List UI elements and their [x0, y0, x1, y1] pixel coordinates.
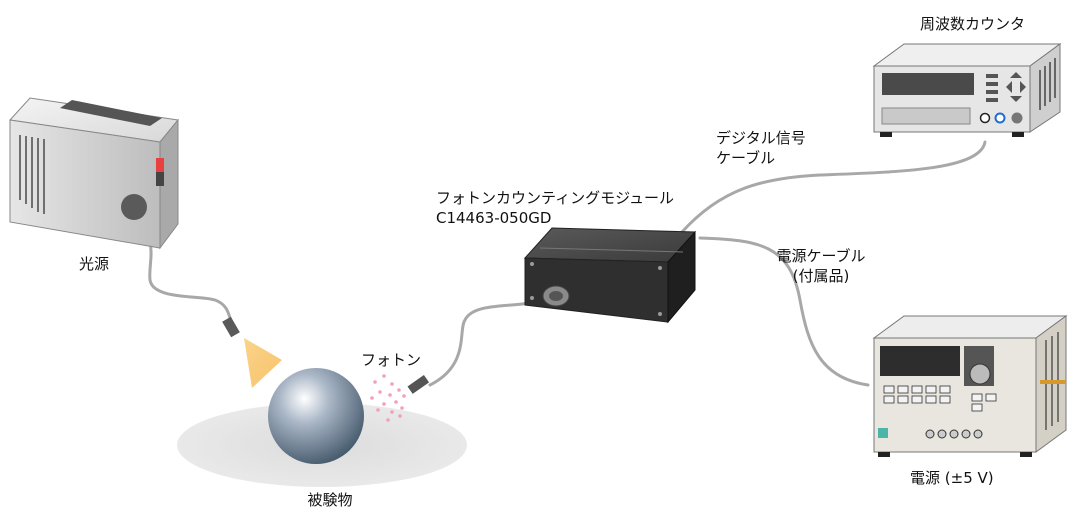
power-switch [156, 158, 164, 172]
light-source-device [8, 97, 179, 250]
fiber-cable-light-source [132, 210, 237, 330]
light-source-label: 光源 [78, 255, 109, 273]
light-emitter [222, 316, 282, 388]
photon-dots [370, 374, 406, 422]
cables [132, 140, 987, 387]
subject-label: 被験物 [307, 491, 353, 509]
frequency-counter-label: 周波数カウンタ [920, 15, 1026, 33]
light-source-port [121, 194, 147, 220]
sphere [268, 368, 364, 464]
subject-object [177, 368, 467, 487]
fiber-probe-head [407, 374, 430, 394]
signal-cable-label-line1: デジタル信号 [716, 129, 806, 147]
module-model-label: C14463-050GD [436, 209, 552, 227]
power-cable-label-line2: (付属品) [792, 267, 850, 285]
power-cable [698, 236, 870, 387]
module-name-label: フォトンカウンティングモジュール [436, 189, 675, 207]
frequency-counter-device [872, 43, 1062, 137]
photon-label: フォトン [361, 351, 422, 369]
light-cone [244, 338, 282, 388]
signal-cable [680, 140, 987, 234]
power-supply-device [872, 315, 1068, 457]
photon-counting-module [523, 227, 697, 324]
power-supply-label: 電源 (±5 V) [910, 469, 994, 487]
power-cable-label-line1: 電源ケーブル [776, 247, 866, 265]
signal-cable-label-line2: ケーブル [716, 149, 776, 167]
fiber-cable-module [428, 296, 550, 387]
